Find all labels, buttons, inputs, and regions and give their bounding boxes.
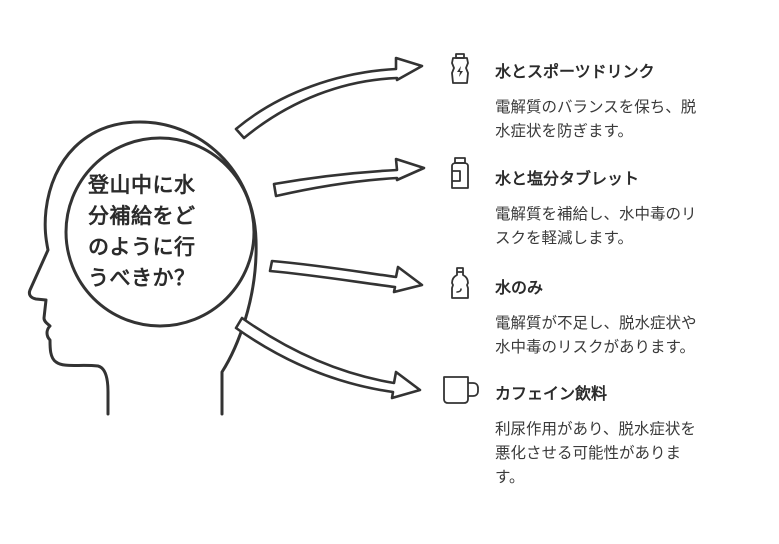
item-title-sports-drink: 水とスポーツドリンク xyxy=(495,62,655,81)
center-question: 登山中に水 分補給をど のように行 うべきか？ xyxy=(88,170,238,294)
item-title-salt-tablet: 水と塩分タブレット xyxy=(495,169,640,188)
desc-line: 電解質が不足し、脱水症状や xyxy=(495,314,697,332)
item-desc-water-only: 電解質が不足し、脱水症状や 水中毒のリスクがあります。 xyxy=(495,311,760,359)
thought-circle xyxy=(64,136,256,328)
item-title-caffeine: カフェイン飲料 xyxy=(495,384,608,403)
arrow-to-caffeine xyxy=(234,316,422,400)
desc-line: 電解質を補給し、水中毒のリ xyxy=(495,205,697,223)
arrow-to-salt-tablet xyxy=(272,157,426,198)
desc-line: 悪化させる可能性がありま xyxy=(495,444,682,462)
item-desc-salt-tablet: 電解質を補給し、水中毒のリ スクを軽減します。 xyxy=(495,202,760,250)
arrow-to-water-only xyxy=(268,259,424,294)
mug-icon xyxy=(443,376,479,404)
center-line: のように行 xyxy=(88,235,196,259)
center-line: うべきか？ xyxy=(88,266,196,290)
item-desc-caffeine: 利尿作用があり、脱水症状を 悪化させる可能性がありま す。 xyxy=(495,417,760,489)
desc-line: す。 xyxy=(495,468,525,486)
center-line: 分補給をど xyxy=(88,204,196,228)
sports-bottle-icon xyxy=(451,53,469,84)
item-desc-sports-drink: 電解質のバランスを保ち、脱 水症状を防ぎます。 xyxy=(495,95,760,143)
arrow-to-sports-drink xyxy=(234,56,424,140)
water-bottle-icon xyxy=(451,267,469,299)
desc-line: 水症状を防ぎます。 xyxy=(495,122,633,140)
desc-line: 利尿作用があり、脱水症状を xyxy=(495,420,696,438)
desc-line: 電解質のバランスを保ち、脱 xyxy=(495,98,697,116)
desc-line: 水中毒のリスクがあります。 xyxy=(495,338,695,356)
desc-line: スクを軽減します。 xyxy=(495,229,633,247)
item-title-water-only: 水のみ xyxy=(495,278,544,297)
center-line: 登山中に水 xyxy=(88,173,196,197)
tablet-bottle-icon xyxy=(451,157,469,189)
